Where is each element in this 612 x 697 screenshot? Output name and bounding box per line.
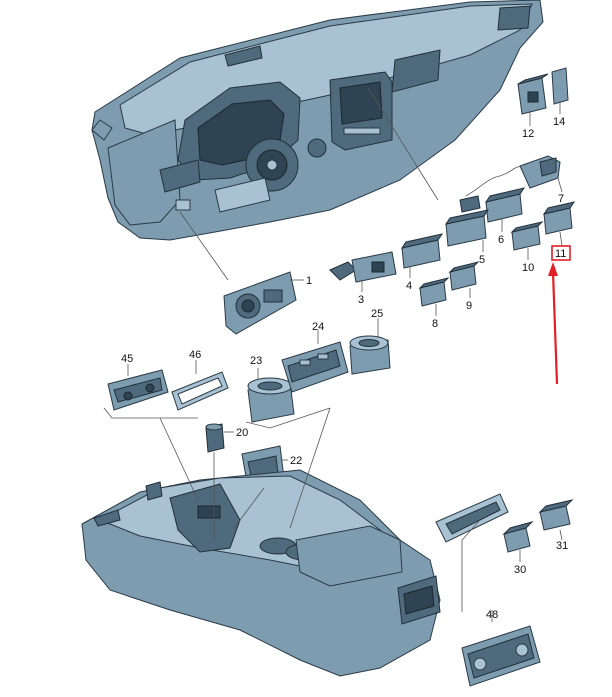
rotary-switch-part-23 bbox=[247, 377, 295, 423]
label-23: 23 bbox=[250, 355, 262, 367]
label-4: 4 bbox=[406, 280, 412, 292]
light-switch-part-1 bbox=[223, 271, 297, 335]
dashboard-part bbox=[91, 0, 544, 241]
switch-part-9 bbox=[448, 261, 480, 291]
label-25: 25 bbox=[371, 308, 383, 320]
label-6: 6 bbox=[498, 234, 504, 246]
leader-lines bbox=[103, 87, 563, 622]
switch-part-4 bbox=[400, 233, 444, 269]
label-7: 7 bbox=[558, 193, 564, 205]
label-22: 22 bbox=[290, 455, 302, 467]
label-30: 30 bbox=[514, 564, 526, 576]
switch-part-6b bbox=[459, 195, 481, 213]
switch-part-10 bbox=[510, 221, 544, 251]
switch-part-6 bbox=[484, 187, 526, 223]
label-3: 3 bbox=[358, 294, 364, 306]
switch-part-3 bbox=[329, 251, 397, 283]
trim-bezel-part bbox=[435, 493, 509, 543]
label-11-highlight bbox=[551, 245, 571, 261]
label-1: 1 bbox=[306, 275, 312, 287]
switch-part-31 bbox=[538, 499, 574, 531]
switch-module-part-24 bbox=[281, 341, 349, 393]
switch-part-12 bbox=[517, 73, 549, 115]
label-9: 9 bbox=[466, 300, 472, 312]
label-46: 46 bbox=[189, 349, 201, 361]
center-console-part bbox=[81, 469, 441, 677]
frame-part-46 bbox=[171, 371, 229, 411]
label-20: 20 bbox=[236, 427, 248, 439]
switch-part-5 bbox=[444, 209, 490, 247]
label-12: 12 bbox=[522, 128, 534, 140]
label-24: 24 bbox=[312, 321, 324, 333]
switch-part-30 bbox=[502, 521, 534, 553]
label-11: 11 bbox=[555, 248, 566, 260]
switch-part-8 bbox=[418, 277, 450, 307]
switch-part-7 bbox=[465, 155, 561, 197]
switch-part-11 bbox=[542, 201, 576, 235]
rotary-switch-part-25 bbox=[349, 335, 391, 375]
switch-panel-part-45 bbox=[107, 369, 169, 411]
label-14: 14 bbox=[553, 116, 565, 128]
label-8: 8 bbox=[432, 318, 438, 330]
label-10: 10 bbox=[522, 262, 534, 274]
label-31: 31 bbox=[556, 540, 568, 552]
label-45: 45 bbox=[121, 353, 133, 365]
control-unit-part-48 bbox=[461, 625, 541, 687]
label-48: 48 bbox=[486, 609, 498, 621]
red-arrow-icon bbox=[548, 262, 559, 385]
cover-part-14 bbox=[551, 67, 569, 105]
socket-part-20 bbox=[205, 423, 225, 453]
label-5: 5 bbox=[479, 254, 485, 266]
